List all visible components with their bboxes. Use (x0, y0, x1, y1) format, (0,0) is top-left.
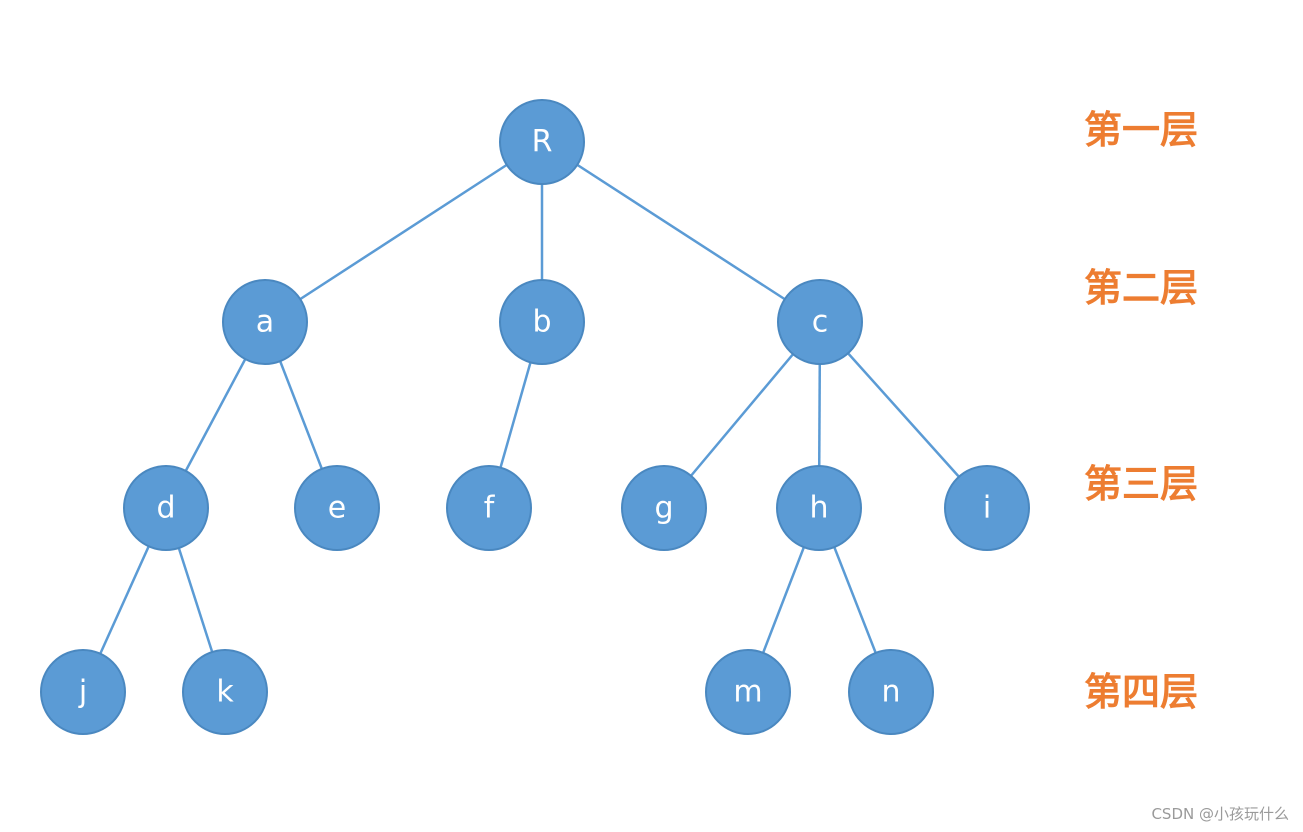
node-circle-h (776, 465, 862, 551)
node-f: f (446, 465, 532, 551)
node-c: c (777, 279, 863, 365)
node-label-i: i (983, 491, 991, 526)
node-circle-k (182, 649, 268, 735)
node-h: h (776, 465, 862, 551)
edge-layer (81, 140, 988, 693)
node-circle-n (848, 649, 934, 735)
node-circle-b (499, 279, 585, 365)
node-circle-d (123, 465, 209, 551)
node-d: d (123, 465, 209, 551)
node-n: n (848, 649, 934, 735)
node-label-R: R (532, 125, 553, 160)
node-R: R (499, 99, 585, 185)
node-label-h: h (809, 491, 828, 526)
node-g: g (621, 465, 707, 551)
node-label-b: b (532, 305, 551, 340)
edge-R-c (541, 140, 821, 324)
edge-R-a (264, 140, 543, 324)
node-label-a: a (256, 305, 274, 340)
node-b: b (499, 279, 585, 365)
node-label-c: c (812, 305, 829, 340)
node-label-d: d (156, 491, 175, 526)
node-a: a (222, 279, 308, 365)
node-circle-f (446, 465, 532, 551)
node-label-j: j (78, 675, 87, 710)
node-circle-a (222, 279, 308, 365)
level-label-4: 第四层 (1084, 669, 1199, 714)
node-label-m: m (733, 675, 762, 710)
node-j: j (40, 649, 126, 735)
level-label-2: 第二层 (1084, 265, 1199, 310)
watermark: CSDN @小孩玩什么 (1151, 805, 1289, 823)
node-e: e (294, 465, 380, 551)
node-circle-c (777, 279, 863, 365)
level-label-1: 第一层 (1084, 107, 1199, 152)
node-m: m (705, 649, 791, 735)
node-circle-j (40, 649, 126, 735)
node-circle-R (499, 99, 585, 185)
node-k: k (182, 649, 268, 735)
node-circle-e (294, 465, 380, 551)
node-label-e: e (328, 491, 346, 526)
node-layer: Ra b c d e f g h i j k m n (40, 99, 1030, 735)
node-i: i (944, 465, 1030, 551)
level-label-3: 第三层 (1084, 461, 1199, 506)
node-label-g: g (654, 491, 673, 526)
node-circle-m (705, 649, 791, 735)
node-label-k: k (216, 675, 234, 710)
node-label-f: f (484, 491, 496, 526)
node-circle-i (944, 465, 1030, 551)
node-label-n: n (881, 675, 900, 710)
node-circle-g (621, 465, 707, 551)
